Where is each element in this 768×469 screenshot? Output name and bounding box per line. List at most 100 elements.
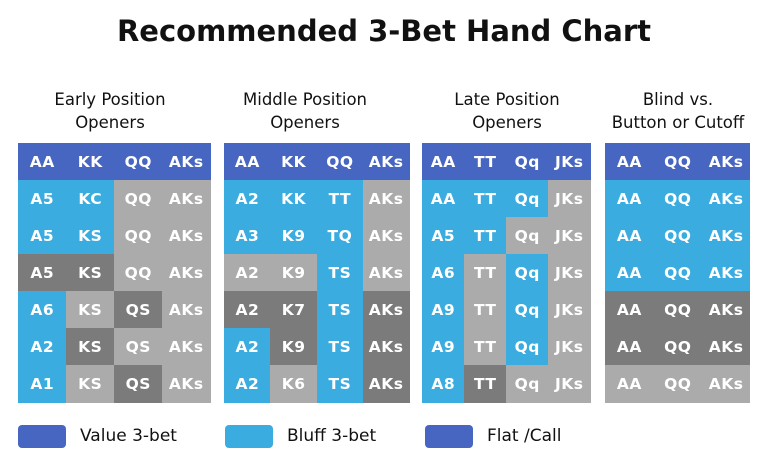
hand-cell: JKs: [548, 365, 591, 403]
hand-cell: TS: [316, 365, 364, 403]
panel-heading-line: Late Position: [454, 90, 560, 109]
hand-cell: QQ: [653, 328, 703, 366]
hand-cell: AA: [422, 180, 465, 218]
hand-cell: AKs: [701, 365, 751, 403]
hand-cell: K6: [270, 365, 317, 403]
hand-cell: TT: [464, 365, 507, 403]
legend-swatch: [225, 424, 273, 448]
hand-cell: KK: [270, 180, 317, 218]
hand-cell: QQ: [653, 217, 703, 255]
hand-cell: QQ: [114, 180, 163, 218]
hand-cell: JKs: [548, 291, 591, 329]
hand-cell: AKs: [362, 180, 410, 218]
hand-cell: AKs: [362, 365, 410, 403]
legend-label: Bluff 3-bet: [287, 426, 377, 446]
panel-heading-line: Blind vs.: [642, 90, 714, 109]
hand-cell: AKs: [701, 143, 751, 181]
hand-cell: KS: [66, 365, 115, 403]
hand-cell: Qq: [506, 143, 549, 181]
hand-cell: TS: [316, 254, 364, 292]
hand-cell: AA: [422, 143, 465, 181]
hand-cell: A8: [422, 365, 465, 403]
legend-label: Value 3-bet: [80, 426, 177, 446]
legend-item: Bluff 3-bet: [225, 424, 376, 448]
hand-cell: QQ: [114, 143, 163, 181]
hand-cell: KC: [66, 180, 115, 218]
hand-cell: A6: [422, 254, 465, 292]
hand-cell: AKs: [162, 291, 211, 329]
hand-cell: AA: [224, 143, 271, 181]
hand-cell: QQ: [114, 217, 163, 255]
hand-cell: Qq: [506, 328, 549, 366]
hand-cell: AA: [605, 217, 654, 255]
panel-heading-line: Openers: [270, 113, 340, 132]
hand-cell: Qq: [506, 254, 549, 292]
hand-cell: JKs: [548, 254, 591, 292]
hand-cell: AKs: [362, 143, 410, 181]
hand-cell: A5: [422, 217, 465, 255]
hand-cell: K7: [270, 291, 317, 329]
hand-cell: TS: [316, 328, 364, 366]
hand-cell: AKs: [162, 180, 211, 218]
hand-cell: KS: [66, 217, 115, 255]
hand-cell: A6: [18, 291, 67, 329]
hand-cell: Qq: [506, 180, 549, 218]
hand-cell: QS: [114, 328, 163, 366]
hand-cell: AKs: [162, 217, 211, 255]
hand-cell: TT: [464, 328, 507, 366]
hand-cell: TT: [464, 180, 507, 218]
hand-cell: QQ: [316, 143, 364, 181]
hand-cell: QQ: [653, 180, 703, 218]
hand-cell: A2: [18, 328, 67, 366]
hand-cell: AA: [605, 291, 654, 329]
legend-label: Flat /Call: [487, 426, 562, 446]
hand-cell: KK: [66, 143, 115, 181]
hand-cell: JKs: [548, 180, 591, 218]
hand-cell: K9: [270, 328, 317, 366]
hand-cell: KS: [66, 291, 115, 329]
hand-cell: A5: [18, 254, 67, 292]
hand-cell: TT: [464, 143, 507, 181]
hand-cell: K9: [270, 217, 317, 255]
hand-cell: A2: [224, 180, 271, 218]
hand-cell: JKs: [548, 143, 591, 181]
hand-cell: Qq: [506, 365, 549, 403]
hand-cell: A1: [18, 365, 67, 403]
hand-cell: TT: [464, 254, 507, 292]
hand-cell: A2: [224, 365, 271, 403]
hand-cell: AA: [605, 254, 654, 292]
hand-cell: AKs: [362, 328, 410, 366]
hand-cell: AKs: [701, 291, 751, 329]
hand-cell: TT: [316, 180, 364, 218]
hand-cell: QQ: [114, 254, 163, 292]
hand-cell: AKs: [701, 217, 751, 255]
hand-cell: QS: [114, 291, 163, 329]
panel-heading: Blind vs.Button or Cutoff: [578, 88, 768, 134]
hand-cell: AKs: [362, 217, 410, 255]
hand-cell: AA: [605, 180, 654, 218]
hand-cell: TT: [464, 217, 507, 255]
hand-cell: QQ: [653, 291, 703, 329]
hand-cell: A2: [224, 291, 271, 329]
hand-cell: AKs: [162, 328, 211, 366]
hand-cell: QQ: [653, 254, 703, 292]
hand-cell: TT: [464, 291, 507, 329]
legend-swatch: [425, 424, 473, 448]
hand-cell: AA: [605, 143, 654, 181]
hand-cell: Qq: [506, 291, 549, 329]
panel-heading-line: Openers: [472, 113, 542, 132]
hand-cell: A5: [18, 217, 67, 255]
hand-cell: AKs: [701, 254, 751, 292]
legend-item: Flat /Call: [425, 424, 561, 448]
hand-cell: AA: [605, 365, 654, 403]
hand-cell: AA: [605, 328, 654, 366]
hand-cell: QQ: [653, 365, 703, 403]
hand-cell: KK: [270, 143, 317, 181]
hand-cell: QS: [114, 365, 163, 403]
hand-cell: JKs: [548, 328, 591, 366]
panel-heading-line: Middle Position: [243, 90, 367, 109]
hand-cell: AKs: [701, 328, 751, 366]
